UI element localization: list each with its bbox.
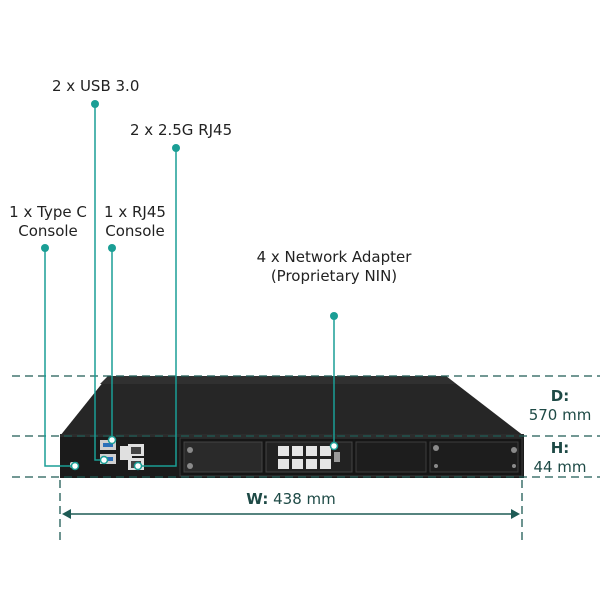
nin-module-1 [183, 441, 263, 473]
nin-label-line2: (Proprietary NIN) [270, 267, 398, 285]
dimension-guides [12, 375, 600, 540]
width-value: 438 mm [273, 490, 336, 508]
rj45-console-label-line1: 1 x RJ45 [104, 203, 166, 221]
usb-callout-label: 2 x USB 3.0 [52, 77, 140, 95]
height-dimension: H: 44 mm [524, 439, 596, 477]
screw [187, 463, 193, 469]
depth-dimension: D: 570 mm [524, 387, 596, 425]
height-value: 44 mm [533, 458, 587, 476]
chassis-top [60, 376, 524, 436]
callout-dots [41, 100, 338, 320]
rj45-25g-callout-label: 2 x 2.5G RJ45 [130, 121, 233, 139]
screw [434, 464, 438, 468]
screw [187, 447, 193, 453]
nin-label-line1: 4 x Network Adapter [256, 248, 412, 266]
width-arrow [62, 509, 520, 519]
rj45-console-label-line2: Console [105, 222, 165, 240]
height-label: H: [550, 439, 570, 457]
screw [511, 447, 517, 453]
typec-callout-label: 1 x Type C Console [5, 203, 91, 241]
usb-port-inner-top [103, 443, 113, 447]
typec-label-line1: 1 x Type C [9, 203, 87, 221]
typec-label-line2: Console [18, 222, 78, 240]
nin-module-4 [429, 441, 519, 473]
callout-end-dots [70, 435, 339, 471]
rj45-port-a-jack [131, 447, 141, 454]
width-label: W: [246, 490, 269, 508]
rj45-console-callout-label: 1 x RJ45 Console [99, 203, 171, 241]
nin-callout-label: 4 x Network Adapter (Proprietary NIN) [244, 248, 424, 286]
rj45-grid [278, 446, 340, 469]
depth-label: D: [550, 387, 570, 405]
chassis-top-shade [100, 376, 456, 384]
depth-value: 570 mm [528, 406, 592, 424]
width-dimension: W: 438 mm [226, 490, 356, 509]
screw [433, 445, 439, 451]
screw [512, 464, 516, 468]
nin-module-3 [355, 441, 427, 473]
